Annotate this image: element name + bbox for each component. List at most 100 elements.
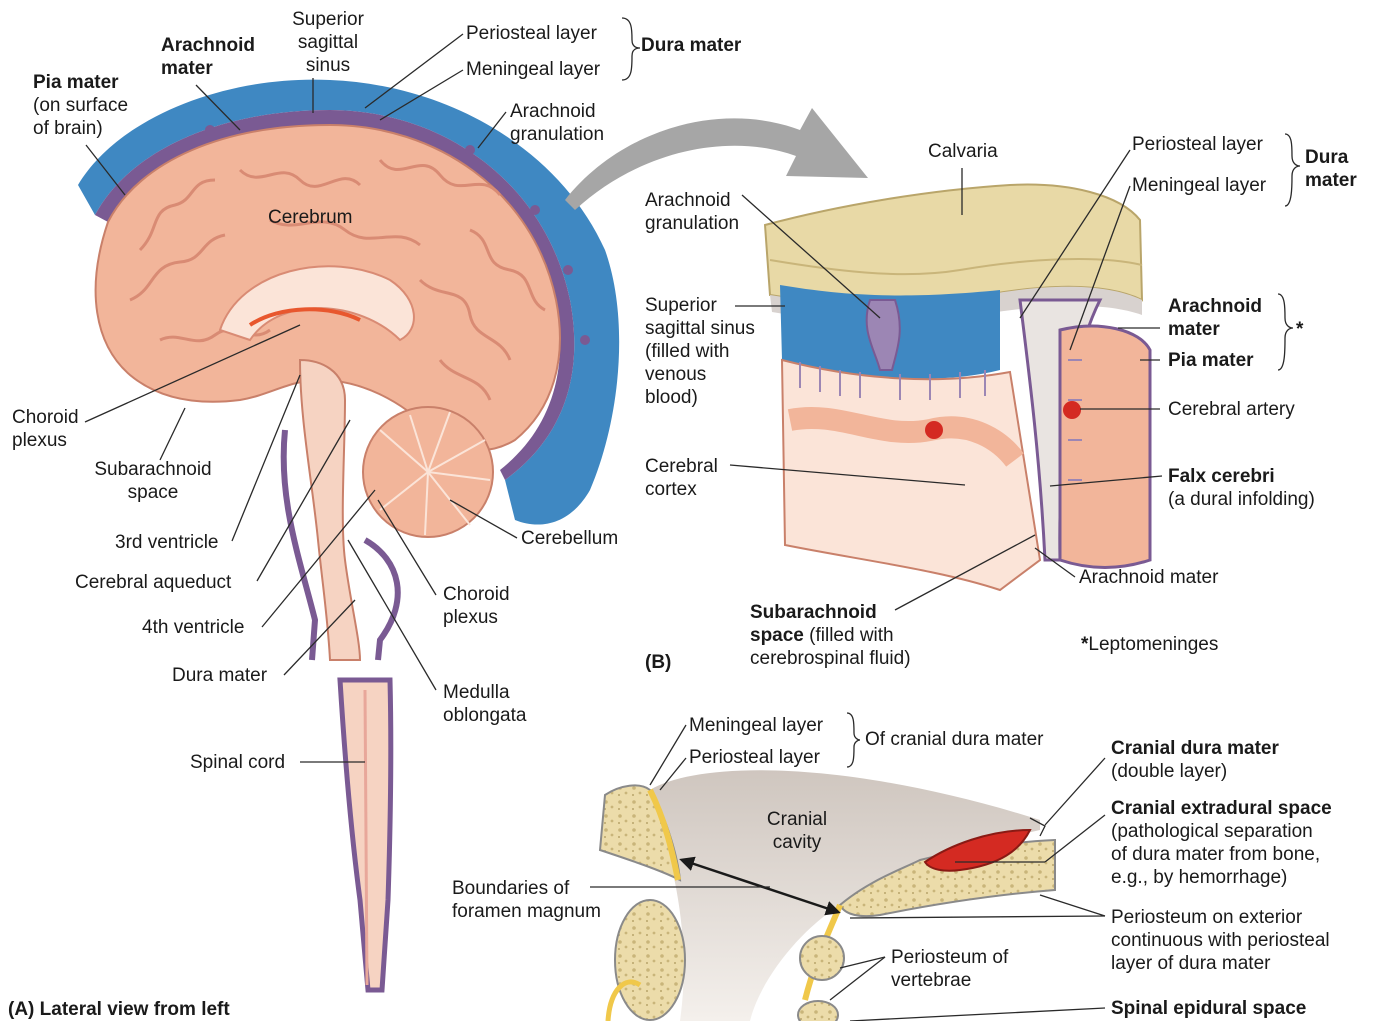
line: Subarachnoid: [82, 458, 224, 481]
line: Cranial: [750, 808, 844, 831]
line: plexus: [12, 429, 79, 452]
line: layer of dura mater: [1111, 952, 1330, 975]
line: mater: [161, 57, 255, 80]
label-b-calvaria: Calvaria: [928, 140, 998, 163]
line: plexus: [443, 606, 510, 629]
block-body: [782, 360, 1040, 590]
label-b-cerebral-cortex: Cerebral cortex: [645, 455, 718, 501]
line: (a dural infolding): [1168, 488, 1315, 511]
label-c-spinal-epidural-space: Spinal epidural space: [1111, 997, 1306, 1020]
label-b-arachnoid-mater: Arachnoid mater: [1168, 295, 1262, 341]
text: Leptomeninges: [1088, 634, 1218, 655]
line: venous: [645, 363, 755, 386]
line: oblongata: [443, 704, 526, 727]
line: cavity: [750, 831, 844, 854]
label-b-subarachnoid-space: Subarachnoid space (filled with cerebros…: [750, 601, 911, 670]
line: granulation: [510, 123, 604, 146]
label-b-superior-sagittal-sinus: Superior sagittal sinus (filled with ven…: [645, 294, 755, 409]
label-b-dura-mater: Dura mater: [1305, 146, 1357, 192]
line: sagittal sinus: [645, 317, 755, 340]
line: mater: [1168, 318, 1262, 341]
label-a-dura-mater: Dura mater: [641, 34, 741, 57]
line: Arachnoid: [161, 34, 255, 57]
line: Periosteum of: [891, 946, 1008, 969]
label-b-arachnoid-granulation: Arachnoid granulation: [645, 189, 739, 235]
label-b-arachnoid-mater-lower: Arachnoid mater: [1079, 566, 1218, 589]
line: Cranial dura mater: [1111, 737, 1279, 760]
label-a-fourth-ventricle: 4th ventricle: [142, 616, 244, 639]
label-b-cerebral-artery: Cerebral artery: [1168, 398, 1295, 421]
line: e.g., by hemorrhage): [1111, 866, 1332, 889]
label-a-choroid-plexus-left: Choroid plexus: [12, 406, 79, 452]
label-a-meningeal-layer: Meningeal layer: [466, 58, 600, 81]
line: Falx cerebri: [1168, 465, 1315, 488]
label-a-cerebellum: Cerebellum: [521, 527, 618, 550]
line: Cranial extradural space: [1111, 797, 1332, 820]
line: Subarachnoid: [750, 601, 911, 624]
vertebra-upper: [800, 936, 844, 980]
line: space (filled with: [750, 624, 911, 647]
label-b-falx-cerebri: Falx cerebri (a dural infolding): [1168, 465, 1315, 511]
label-c-cranial-cavity: Cranial cavity: [750, 808, 844, 854]
occipital-condyle: [615, 900, 685, 1020]
label-c-meningeal-layer: Meningeal layer: [689, 714, 823, 737]
label-c-periosteum-vertebrae: Periosteum of vertebrae: [891, 946, 1008, 992]
label-a-periosteal-layer: Periosteal layer: [466, 22, 597, 45]
label-a-third-ventricle: 3rd ventricle: [115, 531, 219, 554]
label-a-pia-mater: Pia mater (on surface of brain): [33, 71, 128, 140]
line: Pia mater: [33, 71, 128, 94]
label-a-cerebrum: Cerebrum: [268, 206, 352, 229]
label-b-periosteal-layer: Periosteal layer: [1132, 133, 1263, 156]
vertebra-lower: [798, 1001, 838, 1021]
line: foramen magnum: [452, 900, 601, 923]
label-a-choroid-plexus-right: Choroid plexus: [443, 583, 510, 629]
line: Arachnoid: [1168, 295, 1262, 318]
line: (pathological separation: [1111, 820, 1332, 843]
line: Medulla: [443, 681, 526, 704]
label-c-cranial-extradural-space: Cranial extradural space (pathological s…: [1111, 797, 1332, 889]
line: sinus: [286, 54, 370, 77]
panel-b-block: [765, 185, 1150, 590]
label-b-asterisk: *: [1296, 318, 1303, 341]
line: Choroid: [12, 406, 79, 429]
line: Superior: [645, 294, 755, 317]
line: Periosteum on exterior: [1111, 906, 1330, 929]
label-a-arachnoid-granulation: Arachnoid granulation: [510, 100, 604, 146]
line: granulation: [645, 212, 739, 235]
label-a-dura-mater-lower: Dura mater: [172, 664, 267, 687]
line: Cerebral: [645, 455, 718, 478]
line: cortex: [645, 478, 718, 501]
line-rest: (filled with: [804, 625, 894, 646]
line: sagittal: [286, 31, 370, 54]
line: Superior: [286, 8, 370, 31]
line: of brain): [33, 117, 128, 140]
line: of dura mater from bone,: [1111, 843, 1332, 866]
label-c-periosteum-exterior: Periosteum on exterior continuous with p…: [1111, 906, 1330, 975]
line: mater: [1305, 169, 1357, 192]
label-c-cranial-dura-mater: Cranial dura mater (double layer): [1111, 737, 1279, 783]
label-a-subarachnoid-space: Subarachnoid space: [82, 458, 224, 504]
caption-panel-a: (A) Lateral view from left: [8, 998, 230, 1021]
line: (double layer): [1111, 760, 1279, 783]
label-c-boundaries-foramen: Boundaries of foramen magnum: [452, 877, 601, 923]
line: Boundaries of: [452, 877, 601, 900]
label-b-pia-mater: Pia mater: [1168, 349, 1254, 372]
line: vertebrae: [891, 969, 1008, 992]
label-a-spinal-cord: Spinal cord: [190, 751, 285, 774]
label-b-leptomeninges: *Leptomeninges: [1081, 633, 1218, 656]
line: Arachnoid: [645, 189, 739, 212]
line: space: [82, 481, 224, 504]
label-a-superior-sagittal-sinus: Superior sagittal sinus: [286, 8, 370, 77]
line: blood): [645, 386, 755, 409]
line: Arachnoid: [510, 100, 604, 123]
label-a-arachnoid-mater: Arachnoid mater: [161, 34, 255, 80]
line: Dura: [1305, 146, 1357, 169]
label-a-medulla-oblongata: Medulla oblongata: [443, 681, 526, 727]
line: continuous with periosteal: [1111, 929, 1330, 952]
line: (filled with: [645, 340, 755, 363]
label-b-meningeal-layer: Meningeal layer: [1132, 174, 1266, 197]
label-c-of-cranial-dura: Of cranial dura mater: [865, 728, 1043, 751]
line: (on surface: [33, 94, 128, 117]
caption-panel-b: (B): [645, 651, 671, 674]
